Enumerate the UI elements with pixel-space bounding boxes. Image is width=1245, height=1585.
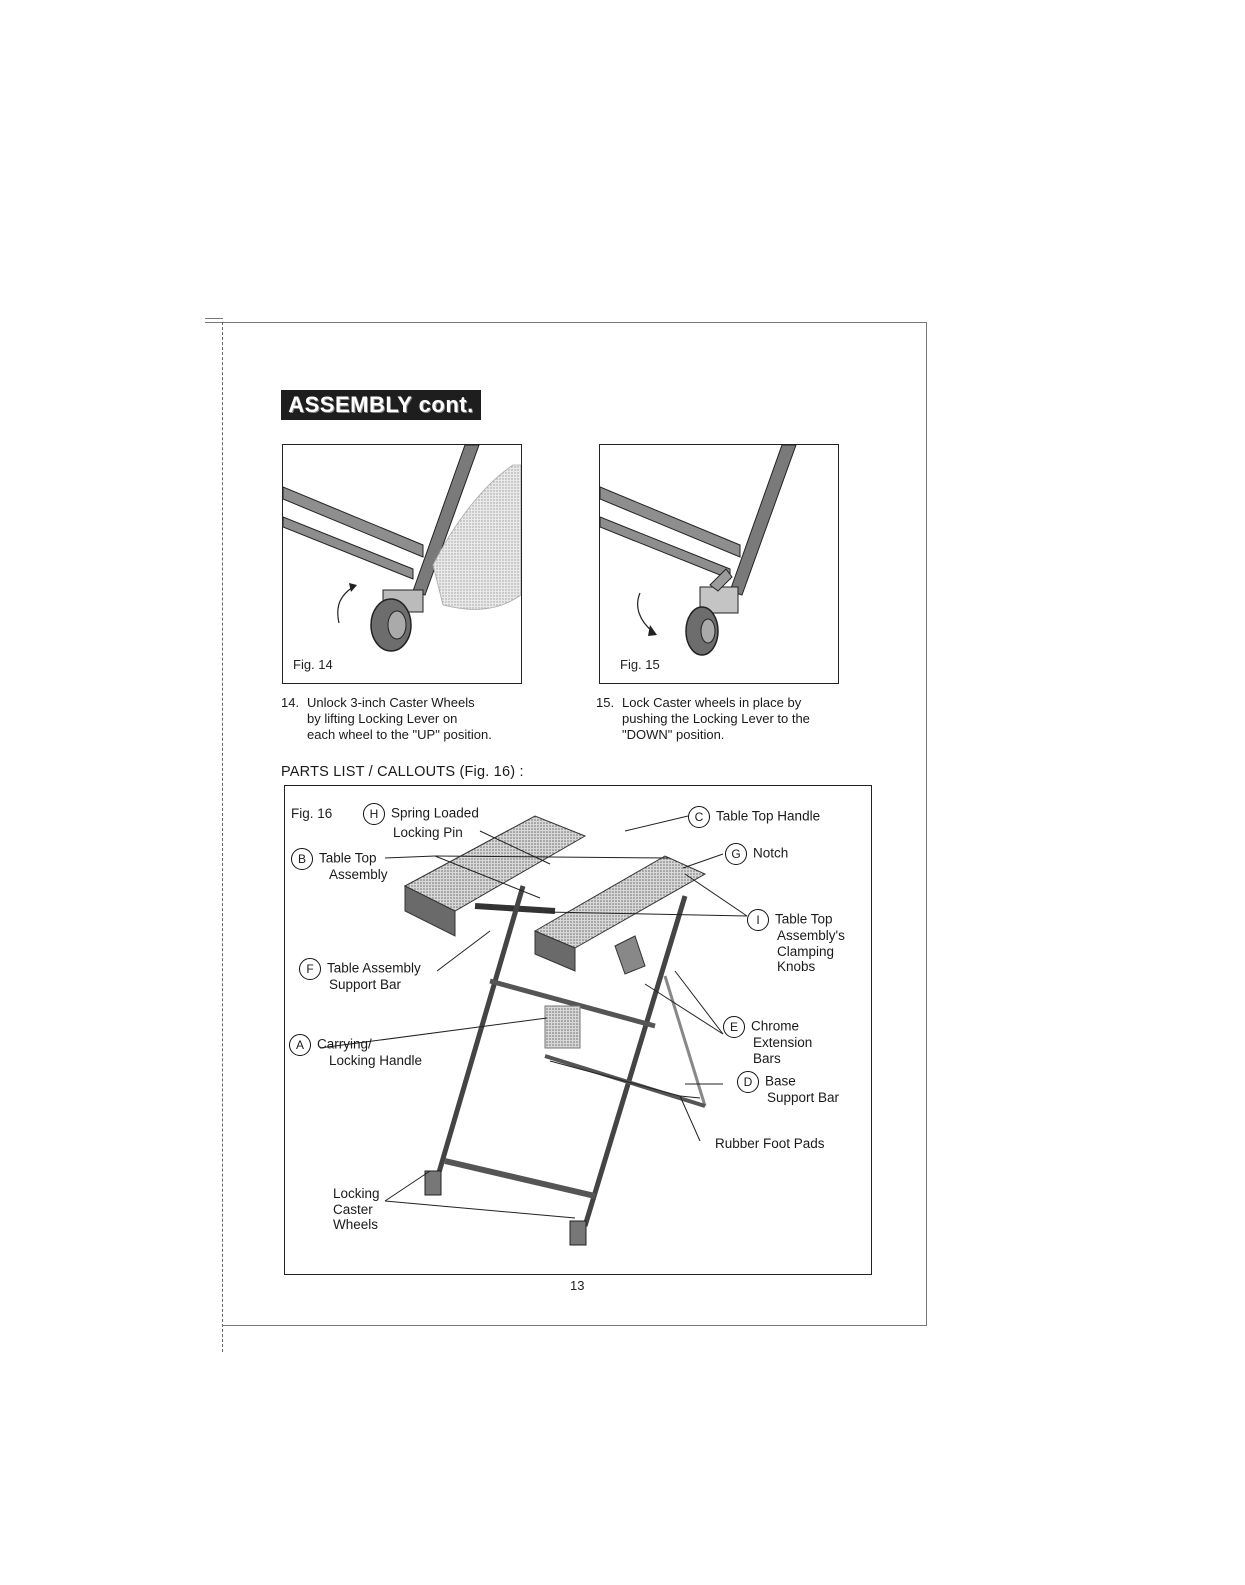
- callout-i-line-4: Knobs: [777, 959, 816, 974]
- callout-d: D Base Support Bar: [737, 1071, 839, 1106]
- page-frame-right: [926, 322, 927, 1325]
- callout-b-line-1: Table Top: [319, 850, 377, 866]
- callout-d-letter: D: [737, 1071, 759, 1093]
- callout-g-letter: G: [725, 843, 747, 865]
- callout-e: E Chrome Extension Bars: [723, 1016, 812, 1066]
- callout-d-line-1: Base: [765, 1073, 796, 1089]
- step-14-line-3: each wheel to the "UP" position.: [307, 727, 492, 742]
- figure-16: Fig. 16 H Spring Loaded Locking Pin C Tabl…: [284, 785, 872, 1275]
- page-frame-bottom: [222, 1325, 927, 1326]
- callout-b-letter: B: [291, 848, 313, 870]
- callout-f-line-1: Table Assembly: [327, 960, 421, 976]
- callout-f-line-2: Support Bar: [329, 977, 402, 992]
- step-15-line-1: Lock Caster wheels in place by: [622, 695, 802, 710]
- callout-f-letter: F: [299, 958, 321, 980]
- callout-e-line-3: Bars: [753, 1050, 781, 1066]
- figure-14: Fig. 14: [282, 444, 522, 684]
- callout-d-line-2: Support Bar: [767, 1090, 840, 1105]
- callout-i-line-3: Clamping: [777, 943, 835, 959]
- callout-f: F Table Assembly Support Bar: [299, 958, 421, 993]
- step-14: 14. Unlock 3-inch Caster Wheels by lifti…: [281, 695, 571, 743]
- figure-15: Fig. 15: [599, 444, 839, 684]
- callout-locking-caster-wheels: Locking Caster Wheels: [333, 1186, 380, 1233]
- page-frame-left: [222, 322, 223, 1352]
- callout-a-line-2: Locking Handle: [329, 1053, 423, 1068]
- parts-list-title: PARTS LIST / CALLOUTS (Fig. 16) :: [281, 764, 524, 780]
- callout-e-line-2: Extension: [753, 1035, 813, 1050]
- step-14-line-2: by lifting Locking Lever on: [307, 711, 458, 726]
- callout-c: C Table Top Handle: [688, 806, 820, 828]
- callout-b: B Table Top Assembly: [291, 848, 388, 883]
- callout-h: H Spring Loaded Locking Pin: [363, 803, 479, 841]
- callout-i-line-1: Table Top: [775, 911, 833, 927]
- step-15: 15. Lock Caster wheels in place by pushi…: [596, 695, 886, 743]
- callout-e-line-1: Chrome: [751, 1018, 800, 1034]
- step-14-number: 14.: [281, 695, 300, 710]
- callout-locking-line-2: Caster: [333, 1201, 373, 1217]
- step-14-line-1: Unlock 3-inch Caster Wheels: [307, 695, 475, 710]
- figure-14-label: Fig. 14: [293, 657, 333, 672]
- callout-h-letter: H: [363, 803, 385, 825]
- callout-i-line-2: Assembly's: [777, 928, 845, 943]
- page-frame-top: [205, 322, 927, 323]
- figure-15-illustration: [600, 445, 797, 656]
- figure-16-illustration: [319, 815, 748, 1246]
- callout-a-line-1: Carrying/: [317, 1036, 372, 1052]
- step-15-line-2: pushing the Locking Lever to the: [622, 711, 810, 726]
- callout-rubber-foot-pads: Rubber Foot Pads: [715, 1136, 825, 1152]
- callout-h-line-2: Locking Pin: [393, 825, 463, 840]
- callout-c-letter: C: [688, 806, 710, 828]
- callout-rubber-line-1: Rubber Foot Pads: [715, 1136, 825, 1151]
- figure-14-illustration: [283, 445, 521, 652]
- callout-g-line-1: Notch: [753, 845, 789, 861]
- callout-i: I Table Top Assembly's Clamping Knobs: [747, 909, 845, 975]
- frame-tick: [205, 318, 223, 319]
- section-header: ASSEMBLY cont.: [281, 390, 481, 420]
- page-number: 13: [570, 1278, 585, 1293]
- callout-locking-line-1: Locking: [333, 1186, 380, 1201]
- step-15-number: 15.: [596, 695, 615, 710]
- figure-15-label: Fig. 15: [620, 657, 660, 672]
- step-15-line-3: "DOWN" position.: [622, 727, 725, 742]
- callout-b-line-2: Assembly: [329, 867, 388, 882]
- callout-c-line-1: Table Top Handle: [716, 808, 821, 824]
- figure-16-label: Fig. 16: [291, 806, 333, 821]
- callout-e-letter: E: [723, 1016, 745, 1038]
- callout-a-letter: A: [289, 1034, 311, 1056]
- callout-h-line-1: Spring Loaded: [391, 805, 479, 821]
- callout-g: G Notch: [725, 843, 788, 865]
- callout-locking-line-3: Wheels: [333, 1217, 379, 1232]
- callout-i-letter: I: [747, 909, 769, 931]
- callout-a: A Carrying/ Locking Handle: [289, 1034, 422, 1069]
